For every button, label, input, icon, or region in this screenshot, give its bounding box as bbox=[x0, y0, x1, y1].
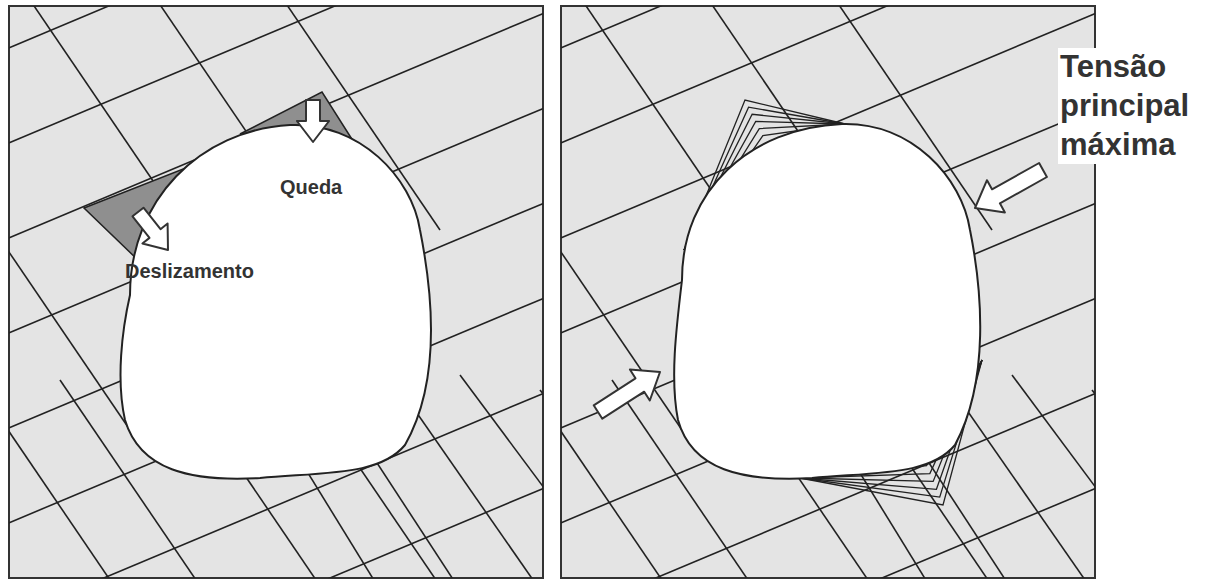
joint-line bbox=[9, 330, 110, 578]
rock-joints bbox=[561, 6, 1095, 578]
direction-arrows bbox=[133, 100, 1047, 419]
stress-label: Tensão principal máxima bbox=[1058, 48, 1222, 164]
rock-panel bbox=[561, 6, 1095, 578]
joint-line bbox=[9, 470, 90, 578]
block-arrow bbox=[594, 370, 660, 419]
sliding-label: Deslizamento bbox=[125, 260, 254, 283]
joint-line bbox=[561, 180, 682, 430]
block-arrow bbox=[297, 100, 329, 142]
joint-line bbox=[1012, 375, 1095, 578]
tunnel-opening bbox=[121, 125, 431, 479]
joint-line bbox=[540, 390, 543, 578]
joint-line bbox=[561, 330, 662, 578]
tunnel-opening bbox=[674, 124, 980, 479]
block-arrow bbox=[133, 208, 169, 250]
joint-line bbox=[561, 6, 1095, 60]
joint-line bbox=[9, 6, 543, 60]
block-arrow bbox=[975, 163, 1047, 212]
joint-line bbox=[1092, 390, 1095, 578]
joint-line bbox=[9, 481, 543, 578]
joint-line bbox=[561, 470, 642, 578]
fall-label: Queda bbox=[280, 176, 342, 199]
rock-joints bbox=[9, 6, 543, 578]
joint-line bbox=[561, 481, 1095, 578]
joint-line bbox=[460, 375, 543, 578]
rock-panel bbox=[9, 6, 543, 578]
